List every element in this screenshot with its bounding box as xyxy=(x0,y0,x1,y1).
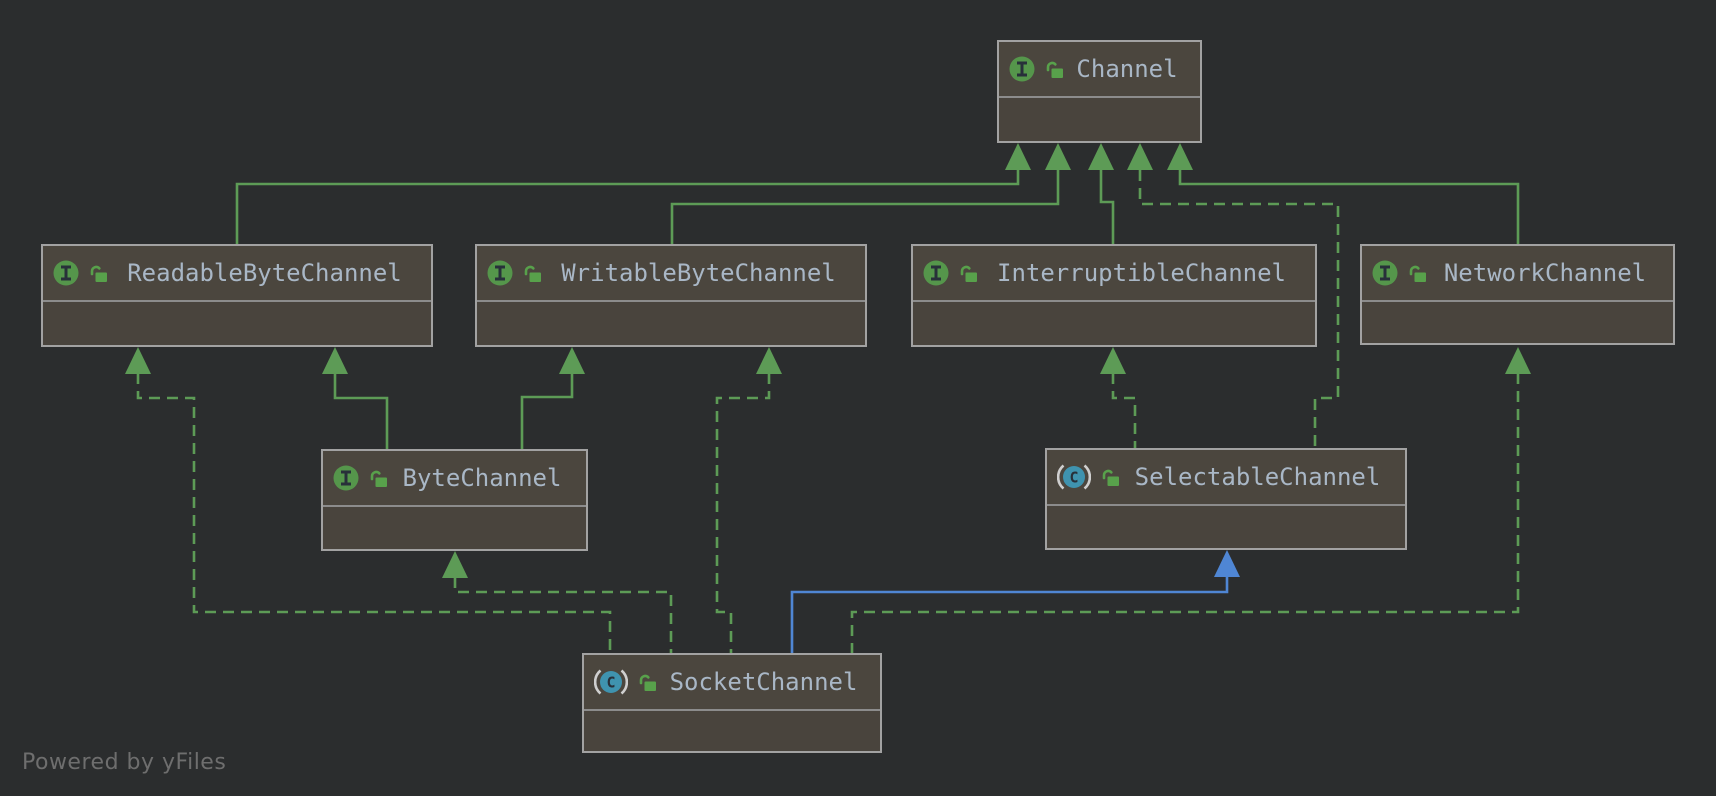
edge-byte-extends-writable[interactable] xyxy=(520,347,585,449)
edge-network-extends-channel[interactable] xyxy=(1167,143,1520,244)
arrowhead-socket-extends-selectable xyxy=(1214,550,1240,577)
class-node-socket[interactable]: C SocketChannel xyxy=(582,653,882,753)
interface-icon xyxy=(1009,56,1035,82)
arrowhead-socket-implements-network xyxy=(1505,347,1531,374)
abstract-class-icon: C xyxy=(594,669,628,695)
edge-socket-implements-writable[interactable] xyxy=(715,347,782,653)
class-name-label: Channel xyxy=(1076,55,1178,83)
node-header: InterruptibleChannel xyxy=(913,246,1315,302)
arrowhead-byte-extends-readable xyxy=(322,347,348,374)
edge-socket-implements-readable[interactable] xyxy=(125,347,612,653)
arrowhead-interruptible-extends-channel xyxy=(1088,143,1114,170)
arrowhead-writable-extends-channel xyxy=(1045,143,1071,170)
unlocked-public-icon xyxy=(522,264,542,283)
arrowhead-socket-implements-writable xyxy=(756,347,782,374)
arrowhead-socket-implements-byte xyxy=(442,551,468,578)
arrowhead-byte-extends-writable xyxy=(559,347,585,374)
class-name-label: ByteChannel xyxy=(402,464,562,492)
unlocked-public-icon xyxy=(368,469,388,488)
node-header: C SelectableChannel xyxy=(1047,450,1405,506)
class-name-label: NetworkChannel xyxy=(1443,259,1647,287)
interface-icon xyxy=(53,260,79,286)
class-name-label: InterruptibleChannel xyxy=(997,259,1286,287)
interface-icon xyxy=(333,465,359,491)
class-node-byte[interactable]: ByteChannel xyxy=(321,449,588,551)
edge-byte-extends-readable[interactable] xyxy=(322,347,389,449)
yfiles-credit: Powered by yFiles xyxy=(22,750,227,775)
svg-text:C: C xyxy=(606,674,615,692)
edge-socket-implements-network[interactable] xyxy=(850,347,1531,653)
unlocked-public-icon xyxy=(88,264,108,283)
class-name-label: SocketChannel xyxy=(669,668,858,696)
node-header: ByteChannel xyxy=(323,451,586,507)
class-name-label: SelectableChannel xyxy=(1134,463,1381,491)
arrowhead-readable-extends-channel xyxy=(1005,143,1031,170)
unlocked-public-icon xyxy=(1100,468,1120,487)
abstract-class-icon: C xyxy=(1057,464,1091,490)
unlocked-public-icon xyxy=(1044,60,1064,79)
interface-icon xyxy=(487,260,513,286)
node-header: WritableByteChannel xyxy=(477,246,865,302)
edge-writable-extends-channel[interactable] xyxy=(670,143,1071,244)
class-node-network[interactable]: NetworkChannel xyxy=(1360,244,1675,345)
node-header: C SocketChannel xyxy=(584,655,880,711)
edge-socket-implements-byte[interactable] xyxy=(442,551,673,653)
edge-socket-extends-selectable[interactable] xyxy=(790,550,1240,653)
class-node-readable[interactable]: ReadableByteChannel xyxy=(41,244,433,347)
class-node-channel[interactable]: Channel xyxy=(997,40,1202,143)
class-node-writable[interactable]: WritableByteChannel xyxy=(475,244,867,347)
edge-selectable-implements-interruptible[interactable] xyxy=(1100,347,1137,448)
arrowhead-socket-implements-readable xyxy=(125,347,151,374)
class-node-interruptible[interactable]: InterruptibleChannel xyxy=(911,244,1317,347)
interface-icon xyxy=(1372,260,1398,286)
edge-interruptible-extends-channel[interactable] xyxy=(1088,143,1115,244)
node-header: NetworkChannel xyxy=(1362,246,1673,302)
class-name-label: ReadableByteChannel xyxy=(127,259,402,287)
arrowhead-network-extends-channel xyxy=(1167,143,1193,170)
node-header: ReadableByteChannel xyxy=(43,246,431,302)
svg-text:C: C xyxy=(1069,469,1078,487)
unlocked-public-icon xyxy=(637,673,657,692)
unlocked-public-icon xyxy=(1407,264,1427,283)
edge-readable-extends-channel[interactable] xyxy=(235,143,1031,244)
arrowhead-selectable-implements-interruptible xyxy=(1100,347,1126,374)
unlocked-public-icon xyxy=(958,264,978,283)
class-node-selectable[interactable]: C SelectableChannel xyxy=(1045,448,1407,550)
node-header: Channel xyxy=(999,42,1200,98)
arrowhead-selectable-implements-channel xyxy=(1127,143,1153,170)
interface-icon xyxy=(923,260,949,286)
class-name-label: WritableByteChannel xyxy=(561,259,836,287)
edge-selectable-implements-channel[interactable] xyxy=(1127,143,1340,448)
